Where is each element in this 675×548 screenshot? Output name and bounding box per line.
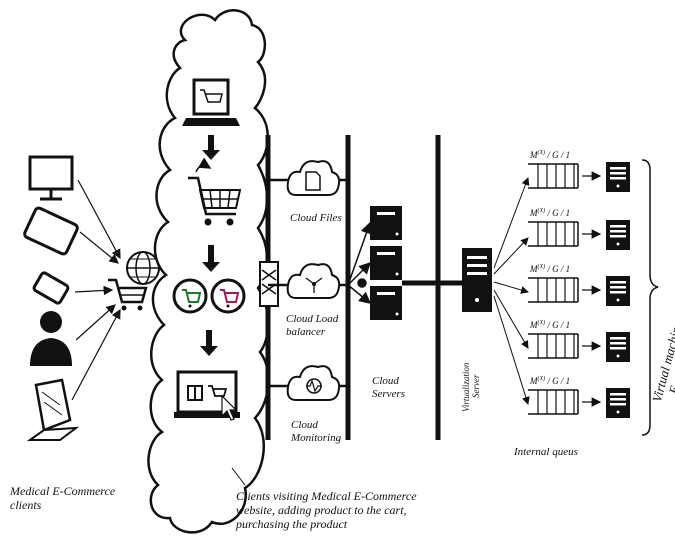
laptop-icon — [30, 380, 76, 440]
queue-model-label: M(X) / G / 1 — [530, 150, 570, 160]
cloud-servers-line2: Servers — [372, 388, 405, 401]
queue-buffer — [528, 222, 600, 246]
vm-server-icon — [606, 220, 630, 250]
vm-server-icon — [606, 332, 630, 362]
cloud-monitoring-line1: Cloud — [291, 419, 341, 432]
vm-server-icon — [606, 162, 630, 192]
cloud-servers-icon — [370, 206, 402, 320]
cloud-files-label: Cloud Files — [290, 212, 342, 225]
virtualization-line2: Server — [472, 363, 482, 412]
virtualization-server-label: Virtualization Server — [462, 363, 482, 412]
monitor-icon — [30, 157, 72, 199]
clients-visiting-line1: Clients visiting Medical E-Commerce — [236, 490, 417, 504]
cloud-monitoring-label: Cloud Monitoring — [291, 419, 341, 444]
queue-buffer — [528, 278, 600, 302]
vm-server-icon — [606, 388, 630, 418]
virtualization-server-icon — [462, 248, 492, 312]
clients-visiting-label: Clients visiting Medical E-Commerce webs… — [236, 490, 417, 531]
cloud-servers-line1: Cloud — [372, 375, 405, 388]
cloud-files-text: Cloud Files — [290, 212, 342, 224]
queue-buffer — [528, 334, 600, 358]
cloud-monitoring-line2: Monitoring — [291, 432, 341, 445]
cloud-lb-label: Cloud Load balancer — [286, 313, 338, 338]
file-cloud-icon — [288, 161, 339, 195]
clients-label-line1: Medical E-Commerce — [10, 485, 115, 499]
queue-arrows — [494, 178, 528, 404]
queue-model-label: M(X) / G / 1 — [530, 376, 570, 386]
network-cloud-icon — [288, 264, 339, 298]
cloud-servers-label: Cloud Servers — [372, 375, 405, 400]
queue-model-label: M(X) / G / 1 — [530, 208, 570, 218]
queue-buffer — [528, 164, 600, 188]
clients-label-line2: clients — [10, 499, 115, 513]
monitoring-cloud-icon — [288, 366, 339, 400]
clients-visiting-line2: website, adding product to the cart, — [236, 504, 417, 518]
internal-queue-text: Internal queus — [514, 446, 578, 458]
internal-queue-label: Internal queus — [514, 446, 578, 459]
purchase-monitor-icon — [174, 372, 240, 420]
tablet-icon — [23, 207, 78, 255]
cloud-lb-line1: Cloud Load — [286, 313, 338, 326]
queue-model-label: M(X) / G / 1 — [530, 320, 570, 330]
queue-model-label: M(X) / G / 1 — [530, 264, 570, 274]
clients-label: Medical E-Commerce clients — [10, 485, 115, 513]
user-icon — [30, 311, 72, 366]
phone-icon — [33, 272, 69, 304]
client-arrows — [72, 180, 120, 400]
queue-buffer — [528, 390, 600, 414]
cloud-lb-line2: balancer — [286, 326, 338, 339]
server-links — [348, 223, 370, 303]
vm-server-icon — [606, 276, 630, 306]
clients-visiting-line3: purchasing the product — [236, 518, 417, 532]
